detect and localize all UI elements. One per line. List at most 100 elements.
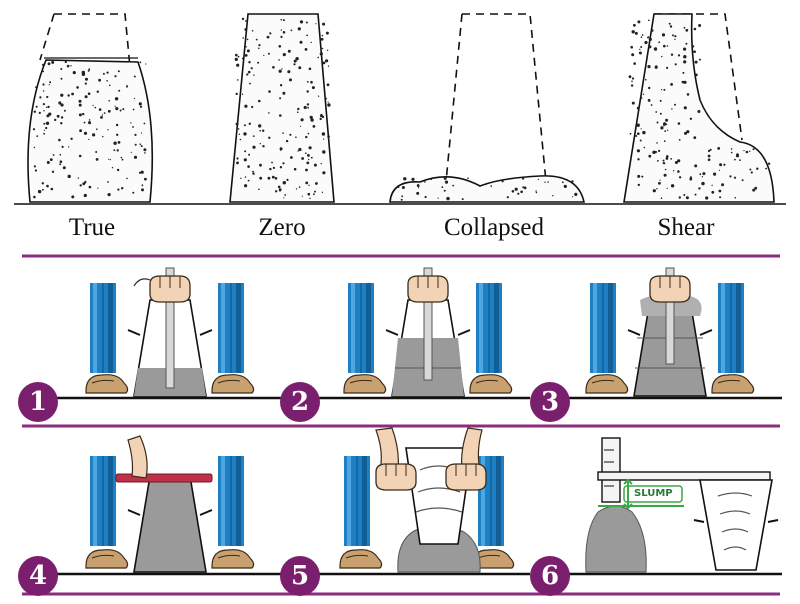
aggregate-speck [121, 187, 124, 190]
aggregate-speck [637, 20, 641, 24]
aggregate-speck [49, 81, 52, 84]
aggregate-speck [243, 124, 246, 127]
aggregate-speck [652, 189, 656, 193]
aggregate-speck [659, 179, 661, 181]
aggregate-speck [98, 108, 102, 111]
aggregate-speck [267, 52, 270, 55]
aggregate-speck [259, 163, 262, 167]
aggregate-speck [280, 18, 283, 21]
aggregate-speck [279, 84, 283, 87]
aggregate-speck [72, 71, 76, 75]
aggregate-speck [537, 178, 540, 180]
aggregate-speck [84, 82, 87, 85]
aggregate-speck [140, 145, 143, 148]
aggregate-speck [293, 59, 297, 63]
aggregate-speck [132, 126, 134, 128]
aggregate-speck [749, 168, 752, 171]
aggregate-speck [647, 36, 650, 39]
aggregate-speck [307, 106, 309, 109]
aggregate-speck [314, 190, 316, 193]
aggregate-speck [295, 188, 298, 190]
aggregate-speck [683, 80, 687, 84]
aggregate-speck [327, 101, 329, 103]
aggregate-speck [242, 37, 244, 39]
aggregate-speck [401, 195, 404, 198]
aggregate-speck [78, 103, 82, 107]
aggregate-speck [662, 159, 665, 162]
aggregate-speck [106, 71, 109, 74]
aggregate-speck [119, 109, 122, 112]
step-badge-3: 3 [530, 382, 570, 422]
aggregate-speck [92, 133, 96, 137]
aggregate-speck [311, 86, 315, 90]
aggregate-speck [133, 97, 135, 100]
aggregate-speck [272, 66, 275, 69]
aggregate-speck [290, 29, 293, 32]
aggregate-speck [252, 172, 255, 175]
aggregate-speck [321, 47, 324, 50]
aggregate-speck [266, 35, 270, 39]
aggregate-speck [236, 63, 240, 67]
aggregate-speck [305, 135, 308, 139]
aggregate-speck [666, 155, 669, 158]
aggregate-speck [66, 64, 70, 68]
aggregate-speck [633, 62, 636, 65]
aggregate-speck [670, 83, 673, 86]
slump-type-label-collapsed: Collapsed [444, 214, 544, 241]
aggregate-speck [126, 177, 128, 180]
aggregate-speck [306, 103, 310, 106]
aggregate-speck [255, 38, 258, 41]
aggregate-speck [694, 193, 697, 196]
aggregate-speck [281, 68, 283, 70]
aggregate-speck [322, 171, 326, 175]
aggregate-speck [658, 149, 661, 152]
aggregate-speck [685, 196, 689, 200]
aggregate-speck [295, 57, 299, 61]
aggregate-speck [717, 147, 721, 150]
aggregate-speck [300, 118, 304, 122]
aggregate-speck [741, 179, 744, 182]
aggregate-speck [269, 32, 272, 35]
aggregate-speck [444, 180, 449, 184]
aggregate-speck [117, 188, 120, 191]
aggregate-speck [301, 195, 303, 197]
aggregate-speck [707, 158, 711, 161]
aggregate-speck [38, 111, 41, 114]
aggregate-speck [67, 174, 71, 179]
aggregate-speck [326, 49, 329, 51]
aggregate-speck [713, 172, 717, 176]
aggregate-speck [636, 106, 640, 110]
aggregate-speck [639, 48, 641, 51]
aggregate-speck [571, 180, 574, 183]
aggregate-speck [259, 129, 261, 132]
aggregate-speck [416, 184, 420, 188]
aggregate-speck [678, 139, 681, 141]
aggregate-speck [306, 81, 309, 83]
aggregate-speck [252, 170, 254, 173]
aggregate-speck [278, 69, 282, 73]
aggregate-speck [237, 79, 239, 81]
aggregate-speck [661, 55, 663, 58]
slump-type-label-shear: Shear [657, 214, 715, 241]
aggregate-speck [251, 105, 254, 109]
aggregate-speck [109, 159, 111, 161]
aggregate-speck [320, 163, 322, 165]
aggregate-speck [689, 117, 693, 121]
aggregate-speck [662, 162, 665, 165]
aggregate-speck [88, 68, 91, 71]
aggregate-speck [43, 132, 45, 135]
aggregate-speck [244, 184, 248, 188]
aggregate-speck [552, 195, 554, 197]
aggregate-speck [295, 136, 297, 138]
aggregate-speck [403, 177, 407, 181]
aggregate-speck [107, 181, 109, 183]
aggregate-speck [640, 128, 642, 130]
aggregate-speck [77, 177, 80, 179]
aggregate-speck [97, 187, 99, 189]
aggregate-speck [94, 106, 97, 109]
aggregate-speck [648, 37, 652, 42]
aggregate-speck [114, 97, 119, 101]
aggregate-speck [735, 154, 740, 158]
aggregate-speck [535, 190, 537, 192]
aggregate-speck [308, 158, 310, 161]
